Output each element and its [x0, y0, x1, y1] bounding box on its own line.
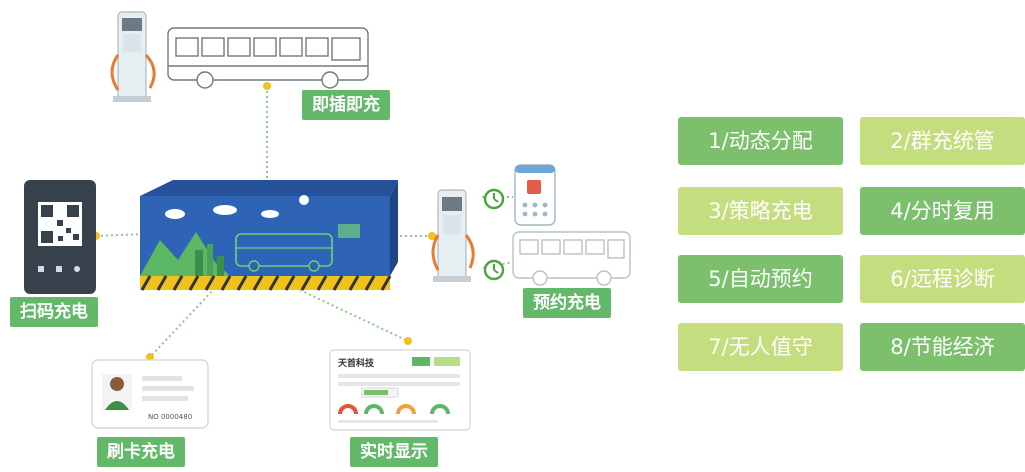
charger-pile-top: [110, 11, 156, 102]
feature-tile-1: 1/动态分配: [678, 117, 843, 165]
connector-card: [149, 287, 216, 358]
feature-tile-8: 8/节能经济: [860, 323, 1025, 371]
id-card: [91, 359, 209, 429]
feature-tile-5: 5/自动预约: [678, 255, 843, 303]
connector-scan: [95, 233, 146, 237]
label-plug-and-charge: 即插即充: [302, 90, 390, 120]
label-realtime-display: 实时显示: [350, 437, 438, 467]
charger-pile-right: [431, 189, 475, 282]
phone-app: [514, 164, 556, 226]
feature-tile-6: 6/远程诊断: [860, 255, 1025, 303]
label-scan-to-charge: 扫码充电: [10, 297, 98, 327]
timer-icon-bottom: [483, 259, 505, 281]
bus-top: [167, 27, 369, 89]
joint-dot: [428, 232, 436, 240]
charging-container: [140, 180, 398, 291]
dashboard-brand: 天首科技: [338, 359, 375, 369]
timer-icon-top: [483, 188, 505, 210]
feature-tile-7: 7/无人值守: [678, 323, 843, 371]
label-reservation-charge: 预约充电: [523, 288, 611, 318]
realtime-dashboard: [329, 349, 471, 431]
joint-dot: [263, 82, 271, 90]
joint-dot: [146, 353, 154, 361]
feature-tile-4: 4/分时复用: [860, 187, 1025, 235]
feature-tile-3: 3/策略充电: [678, 187, 843, 235]
feature-tile-2: 2/群充统管: [860, 117, 1025, 165]
label-card-to-charge: 刷卡充电: [97, 437, 185, 467]
card-number: NO 0000480: [148, 413, 193, 421]
qr-terminal: [24, 180, 96, 294]
connector-display: [299, 289, 409, 342]
bus-right: [512, 231, 631, 286]
joint-dot: [404, 337, 412, 345]
